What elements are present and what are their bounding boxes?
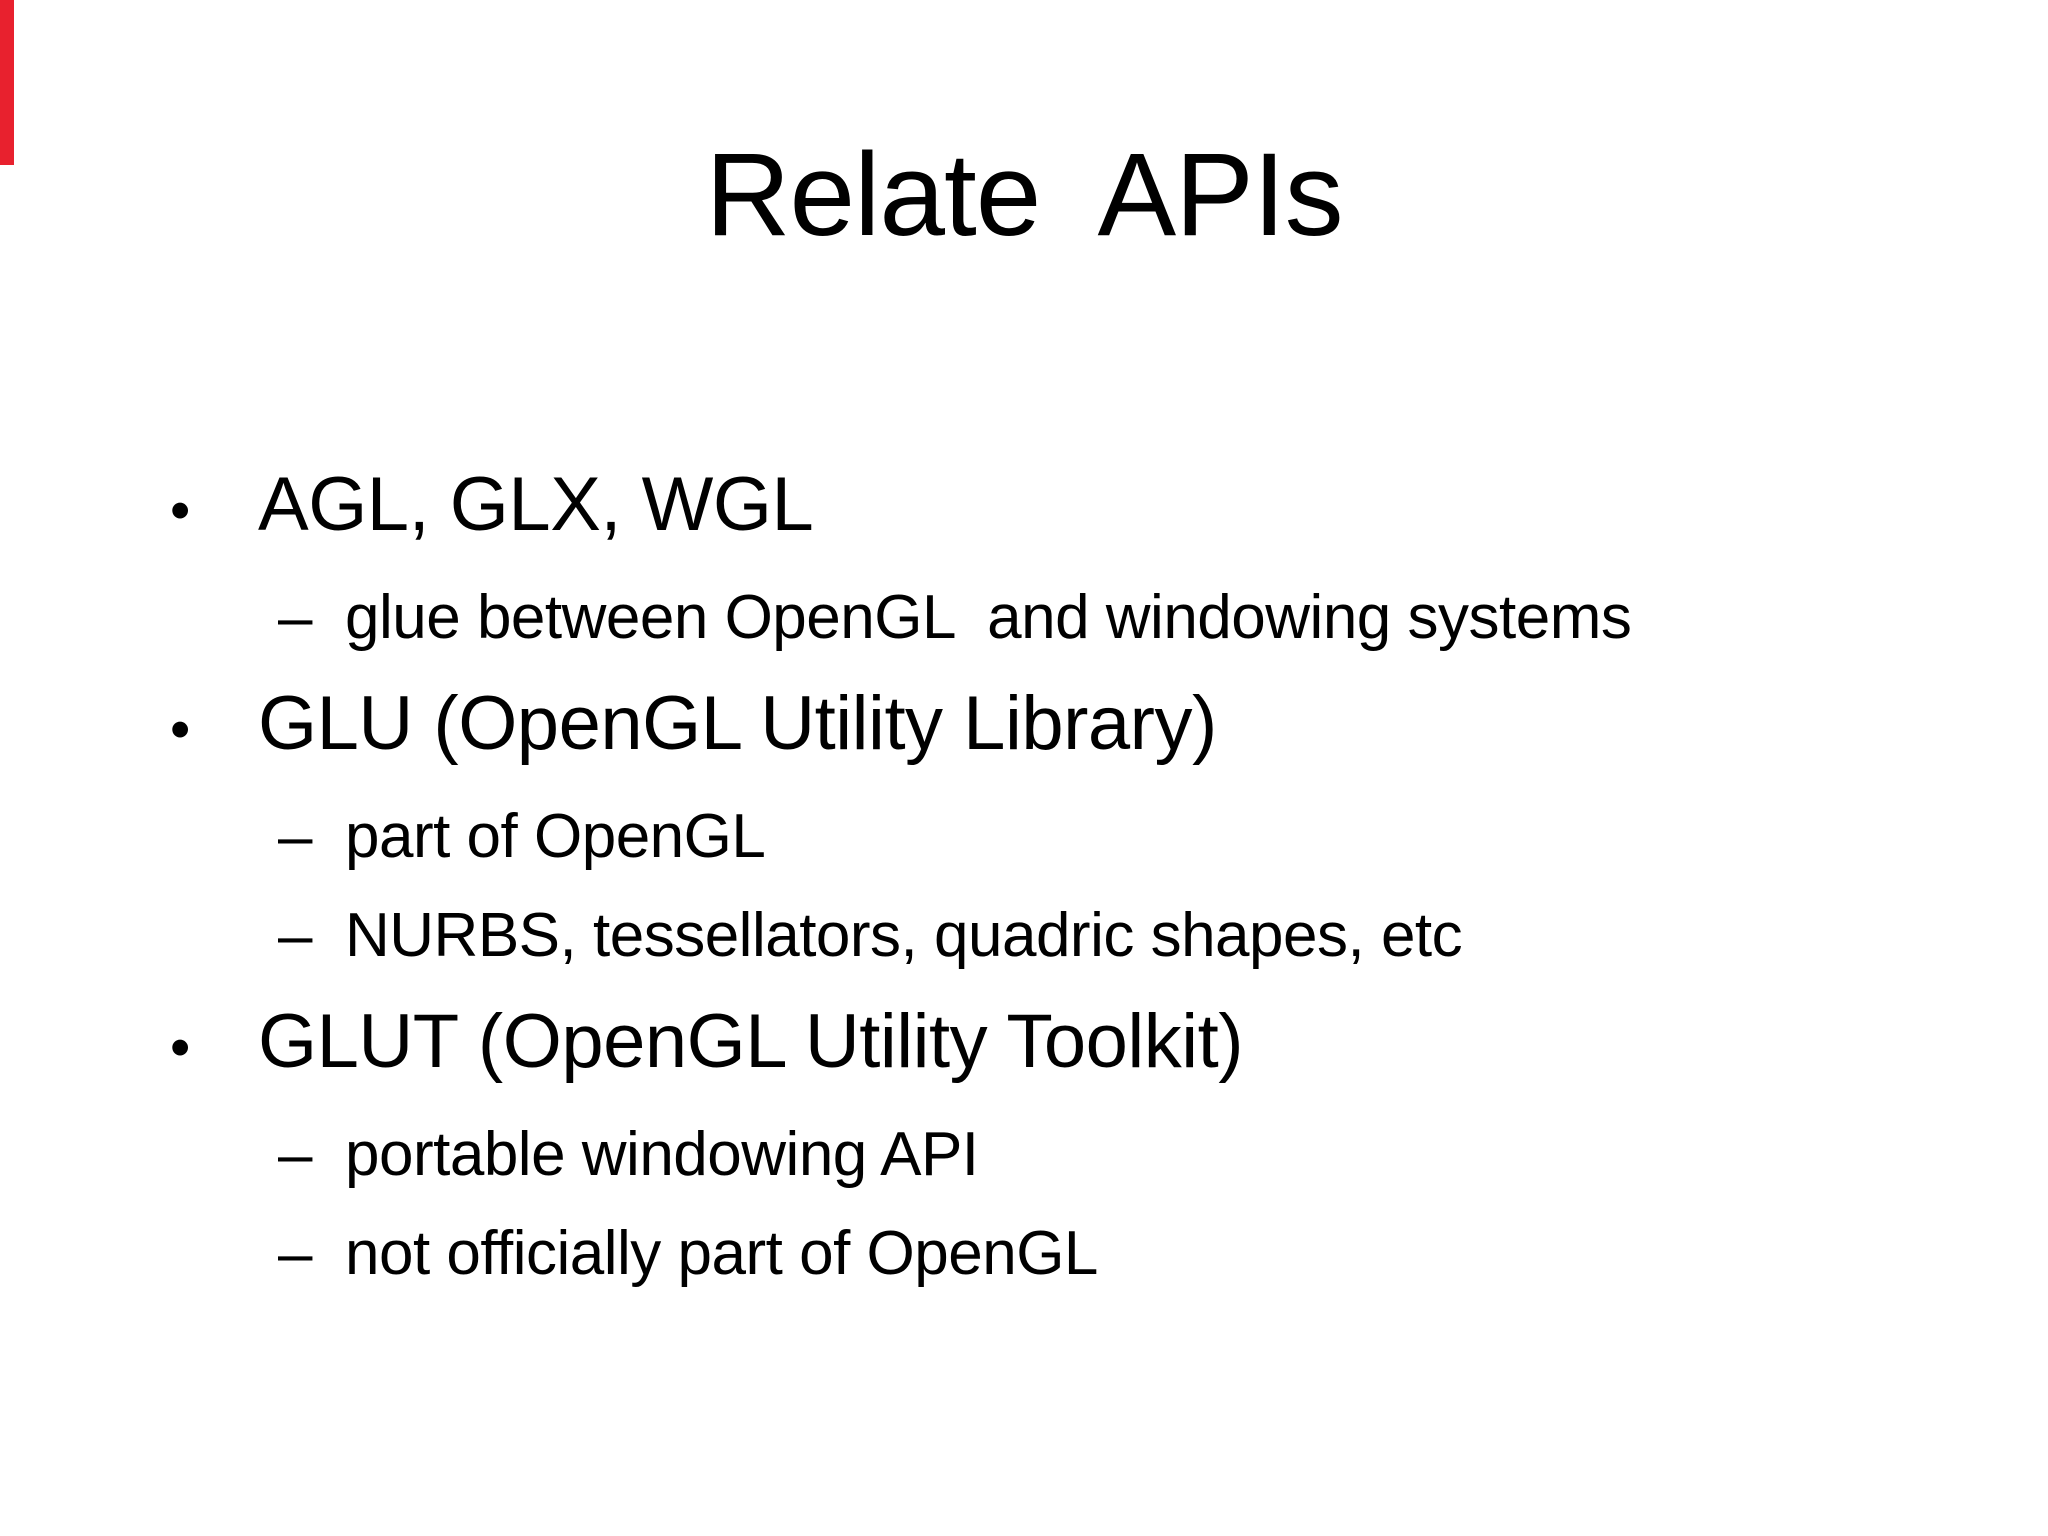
sub-bullet-part-of-opengl: – part of OpenGL (0, 787, 1960, 886)
bullet-item-glu: • GLU (OpenGL Utility Library) (0, 667, 1960, 787)
dash-icon: – (278, 901, 312, 970)
sub-bullet-glue: – glue between OpenGL and windowing syst… (0, 568, 1960, 667)
dash-icon: – (278, 1219, 312, 1288)
sub-bullet-nurbs: – NURBS, tessellators, quadric shapes, e… (0, 886, 1960, 985)
dash-icon: – (278, 1120, 312, 1189)
sub-bullet-not-official: – not officially part of OpenGL (0, 1204, 1960, 1303)
bullet-text: part of OpenGL (345, 802, 766, 871)
bullet-text: GLU (OpenGL Utility Library) (258, 681, 1217, 766)
bullet-item-glut: • GLUT (OpenGL Utility Toolkit) (0, 985, 1960, 1105)
bullet-text: NURBS, tessellators, quadric shapes, etc (345, 901, 1463, 970)
bullet-dot-icon: • (170, 478, 190, 543)
bullet-dot-icon: • (170, 697, 190, 762)
bullet-list: • AGL, GLX, WGL – glue between OpenGL an… (0, 448, 1960, 1303)
bullet-dot-icon: • (170, 1015, 190, 1080)
bullet-text: not officially part of OpenGL (345, 1219, 1098, 1288)
slide-title: Relate APIs (705, 129, 1343, 261)
bullet-text: portable windowing API (345, 1120, 979, 1189)
bullet-text: AGL, GLX, WGL (258, 462, 814, 547)
bullet-text: GLUT (OpenGL Utility Toolkit) (258, 999, 1244, 1084)
dash-icon: – (278, 802, 312, 871)
bullet-text: glue between OpenGL and windowing system… (345, 583, 1632, 652)
red-artifact-bar (0, 0, 14, 165)
sub-bullet-portable-windowing: – portable windowing API (0, 1105, 1960, 1204)
bullet-item-agl-glx-wgl: • AGL, GLX, WGL (0, 448, 1960, 568)
dash-icon: – (278, 583, 312, 652)
